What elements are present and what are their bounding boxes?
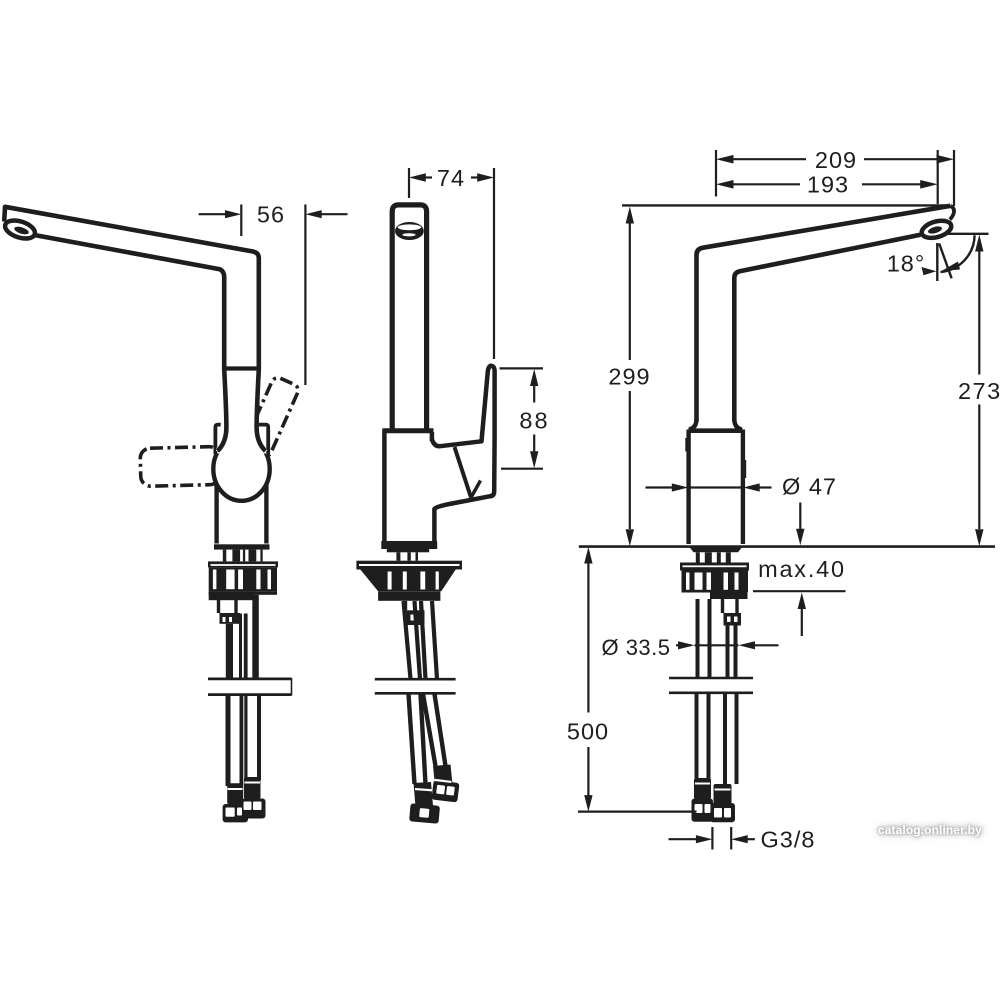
svg-text:74: 74: [437, 165, 465, 191]
svg-text:209: 209: [815, 147, 857, 173]
svg-text:299: 299: [608, 364, 650, 390]
svg-text:88: 88: [519, 408, 549, 434]
svg-text:500: 500: [567, 719, 609, 745]
svg-text:56: 56: [257, 202, 285, 228]
svg-text:G3/8: G3/8: [761, 827, 816, 853]
svg-text:Ø 33.5: Ø 33.5: [601, 635, 670, 660]
svg-text:193: 193: [807, 172, 849, 198]
svg-text:max.40: max.40: [758, 556, 846, 582]
svg-text:Ø 47: Ø 47: [782, 474, 837, 500]
svg-text:273: 273: [958, 378, 1000, 404]
svg-text:18°: 18°: [887, 251, 926, 277]
